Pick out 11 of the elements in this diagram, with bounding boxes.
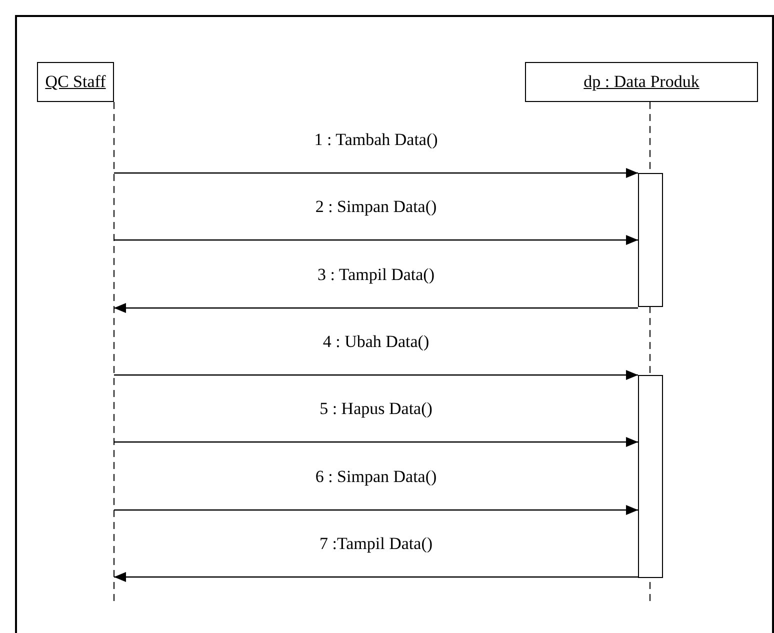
message-arrow [114,437,638,447]
message-arrow [114,572,638,582]
message-arrow [114,235,638,245]
message-arrow [114,505,638,515]
message-arrow [114,303,638,313]
activation-bar [638,173,663,307]
message-arrow [114,168,638,178]
activation-bar [638,375,663,578]
participant-box: dp : Data Produk [525,62,758,102]
message-arrow [114,370,638,380]
participant-box: QC Staff [37,62,114,102]
